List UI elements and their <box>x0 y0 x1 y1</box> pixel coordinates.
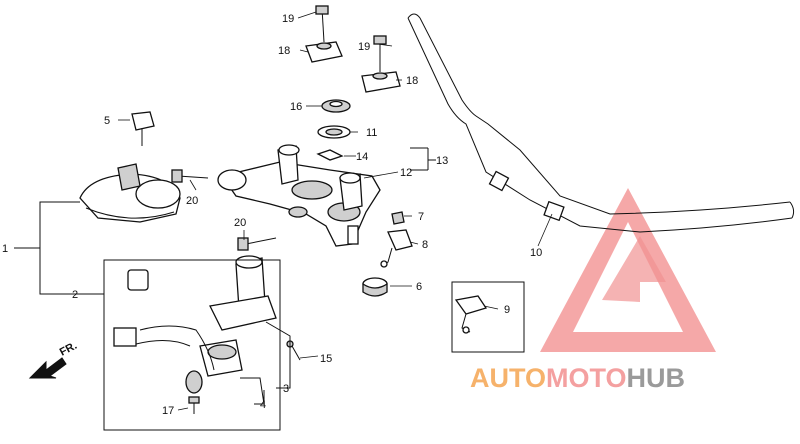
screw <box>188 396 200 414</box>
callout-17: 17 <box>162 405 174 417</box>
top-bridge <box>217 144 381 247</box>
callout-4: 4 <box>260 399 266 411</box>
watermark-moto: MOTO <box>546 363 627 393</box>
callout-19-left: 19 <box>282 13 294 25</box>
clip <box>127 269 149 291</box>
handlebar <box>407 13 795 233</box>
bushing <box>316 149 344 161</box>
callout-labels: 1 2 3 4 5 6 7 8 9 10 11 12 13 14 15 16 1… <box>2 13 542 417</box>
callout-6: 6 <box>416 281 422 293</box>
small-screw-15 <box>286 340 301 361</box>
key <box>131 111 155 146</box>
callout-20-lower: 20 <box>234 217 246 229</box>
handlebar-upper-holder-left <box>305 5 343 63</box>
cap <box>391 211 405 225</box>
watermark-logo <box>540 188 716 352</box>
bolt-upper-left <box>171 169 209 183</box>
callout-3: 3 <box>283 383 289 395</box>
callout-18-left: 18 <box>278 45 290 57</box>
bracket <box>380 229 413 268</box>
bracket-lines <box>14 147 525 431</box>
callout-2: 2 <box>72 289 78 301</box>
callout-1: 1 <box>2 243 8 255</box>
callout-9: 9 <box>504 304 510 316</box>
callout-5: 5 <box>104 115 110 127</box>
callout-12: 12 <box>400 167 412 179</box>
callout-18-right: 18 <box>406 75 418 87</box>
callout-8: 8 <box>422 239 428 251</box>
watermark-auto: AUTO <box>470 363 546 393</box>
front-arrow-label: FR. <box>58 340 79 359</box>
watermark-inner-mark <box>602 236 666 302</box>
callout-13: 13 <box>436 155 448 167</box>
leader-lines <box>118 11 553 411</box>
front-arrow: FR. <box>28 340 79 379</box>
watermark-text: AUTOMOTOHUB <box>470 363 685 393</box>
seal-ring <box>185 370 203 394</box>
callout-10: 10 <box>530 247 542 259</box>
grommet <box>362 277 388 297</box>
ignition-switch <box>199 255 277 377</box>
callout-7: 7 <box>418 211 424 223</box>
handlebar-upper-holder-right <box>361 35 401 93</box>
callout-14: 14 <box>356 151 368 163</box>
callout-20-upper: 20 <box>186 195 198 207</box>
callout-16: 16 <box>290 101 302 113</box>
callout-15: 15 <box>320 353 332 365</box>
bolt-lower-left <box>237 237 277 251</box>
watermark-hub: HUB <box>627 363 686 393</box>
callout-19-right: 19 <box>358 41 370 53</box>
ignition-cover-assembly <box>79 163 181 223</box>
switch-part <box>454 295 488 334</box>
callout-11: 11 <box>366 127 377 139</box>
harness <box>113 325 215 371</box>
watermark-triangle <box>540 188 716 352</box>
